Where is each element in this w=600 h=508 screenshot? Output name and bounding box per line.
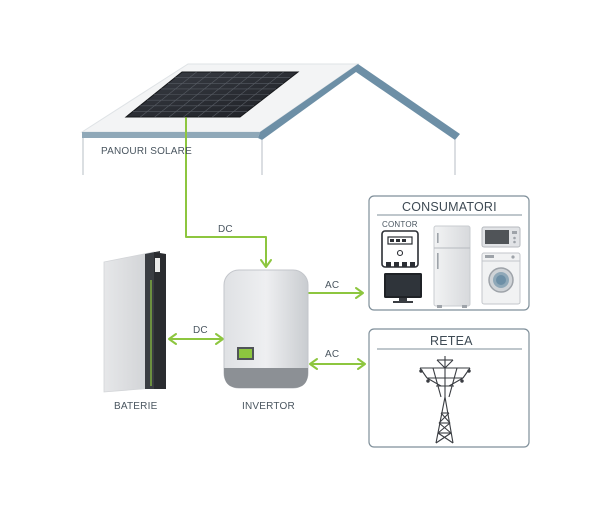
power-pylon-icon [419, 356, 471, 444]
fridge-icon [433, 225, 471, 308]
label-dc-panel: DC [218, 224, 233, 235]
label-battery: BATERIE [114, 401, 158, 412]
microwave-icon [481, 226, 521, 248]
label-consumers-title: CONSUMATORI [402, 200, 497, 214]
label-meter: CONTOR [382, 220, 418, 229]
dc-line-panel-inverter [185, 117, 267, 267]
label-dc-battery: DC [193, 325, 208, 336]
inverter-unit [223, 269, 309, 389]
label-grid-title: RETEA [430, 334, 473, 348]
dc-arrowhead [260, 259, 272, 268]
label-ac-grid: AC [325, 349, 340, 360]
label-inverter: INVERTOR [242, 401, 295, 412]
label-solar-panels: PANOURI SOLARE [101, 146, 192, 157]
grid-box [368, 328, 530, 448]
washing-machine-icon [481, 252, 521, 305]
battery-unit [103, 251, 166, 393]
tv-icon [384, 273, 422, 303]
solar-panel [124, 71, 300, 118]
connections [168, 117, 366, 370]
label-ac-consumers: AC [325, 280, 340, 291]
electric-meter-icon [381, 230, 419, 268]
